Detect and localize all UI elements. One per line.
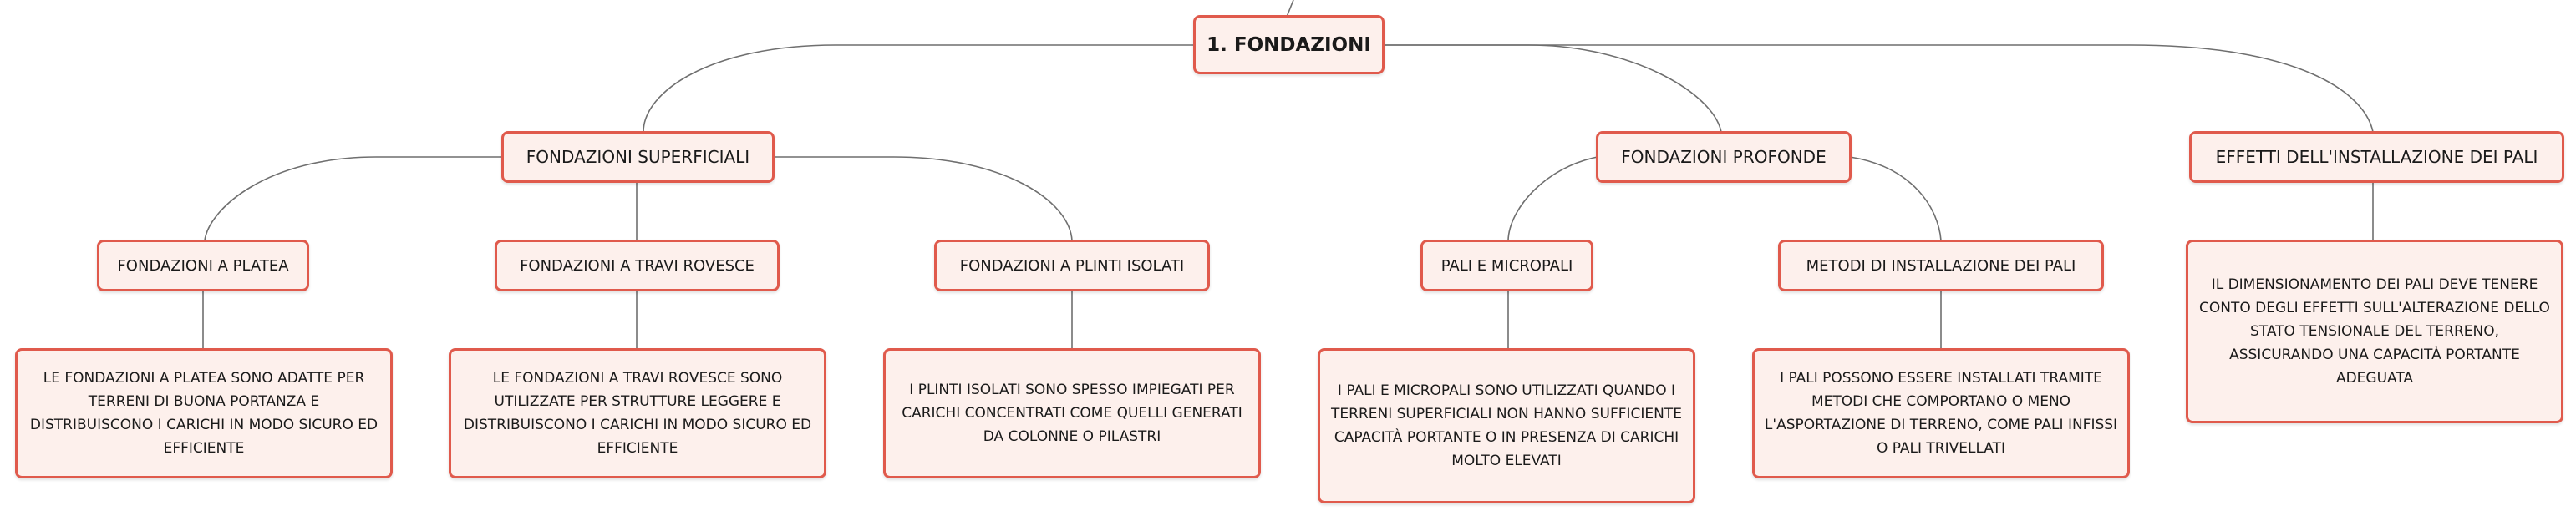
branch-node-effetti[interactable]: EFFETTI DELL'INSTALLAZIONE DEI PALI <box>2189 131 2564 183</box>
link-root-profonde <box>1382 44 1722 133</box>
link-root-superficiali <box>643 44 1195 133</box>
link-root-parent <box>1286 0 1294 18</box>
subtopic-node-travi-label: FONDAZIONI A TRAVI ROVESCE <box>520 256 755 275</box>
leaf-node-platea-text: LE FONDAZIONI A PLATEA SONO ADATTE PER T… <box>29 370 379 457</box>
subtopic-node-metodi-label: METODI DI INSTALLAZIONE DEI PALI <box>1806 256 2076 275</box>
subtopic-node-pali[interactable]: PALI E MICROPALI <box>1420 240 1593 291</box>
subtopic-node-platea[interactable]: FONDAZIONI A PLATEA <box>97 240 309 291</box>
branch-node-superficiali-label: FONDAZIONI SUPERFICIALI <box>526 147 750 167</box>
leaf-node-plinti[interactable]: I PLINTI ISOLATI SONO SPESSO IMPIEGATI P… <box>883 348 1261 478</box>
leaf-node-effetti[interactable]: IL DIMENSIONAMENTO DEI PALI DEVE TENERE … <box>2186 240 2563 423</box>
branch-node-profonde[interactable]: FONDAZIONI PROFONDE <box>1596 131 1852 183</box>
subtopic-node-plinti[interactable]: FONDAZIONI A PLINTI ISOLATI <box>934 240 1210 291</box>
leaf-node-effetti-text: IL DIMENSIONAMENTO DEI PALI DEVE TENERE … <box>2199 276 2550 387</box>
leaf-node-pali[interactable]: I PALI E MICROPALI SONO UTILIZZATI QUAND… <box>1318 348 1695 503</box>
subtopic-node-platea-label: FONDAZIONI A PLATEA <box>117 256 289 275</box>
branch-node-superficiali[interactable]: FONDAZIONI SUPERFICIALI <box>501 131 775 183</box>
subtopic-node-pali-label: PALI E MICROPALI <box>1440 256 1573 275</box>
link-superficiali-platea <box>204 156 503 241</box>
leaf-node-travi-text: LE FONDAZIONI A TRAVI ROVESCE SONO UTILI… <box>463 370 812 457</box>
link-profonde-metodi <box>1849 156 1942 241</box>
link-profonde-pali <box>1507 156 1598 241</box>
subtopic-node-plinti-label: FONDAZIONI A PLINTI ISOLATI <box>959 256 1185 275</box>
leaf-node-platea[interactable]: LE FONDAZIONI A PLATEA SONO ADATTE PER T… <box>15 348 393 478</box>
link-superficiali-plinti <box>773 156 1073 241</box>
leaf-node-metodi-text: I PALI POSSONO ESSERE INSTALLATI TRAMITE… <box>1764 370 2118 457</box>
leaf-node-travi[interactable]: LE FONDAZIONI A TRAVI ROVESCE SONO UTILI… <box>449 348 826 478</box>
leaf-node-plinti-text: I PLINTI ISOLATI SONO SPESSO IMPIEGATI P… <box>902 382 1242 445</box>
link-root-effetti <box>1382 44 2374 133</box>
leaf-node-metodi[interactable]: I PALI POSSONO ESSERE INSTALLATI TRAMITE… <box>1752 348 2130 478</box>
leaf-node-pali-text: I PALI E MICROPALI SONO UTILIZZATI QUAND… <box>1331 382 1682 469</box>
root-node[interactable]: 1. FONDAZIONI <box>1193 15 1385 74</box>
root-node-label: 1. FONDAZIONI <box>1207 33 1371 56</box>
subtopic-node-travi[interactable]: FONDAZIONI A TRAVI ROVESCE <box>495 240 780 291</box>
branch-node-effetti-label: EFFETTI DELL'INSTALLAZIONE DEI PALI <box>2215 147 2538 167</box>
branch-node-profonde-label: FONDAZIONI PROFONDE <box>1621 147 1827 167</box>
subtopic-node-metodi[interactable]: METODI DI INSTALLAZIONE DEI PALI <box>1778 240 2104 291</box>
